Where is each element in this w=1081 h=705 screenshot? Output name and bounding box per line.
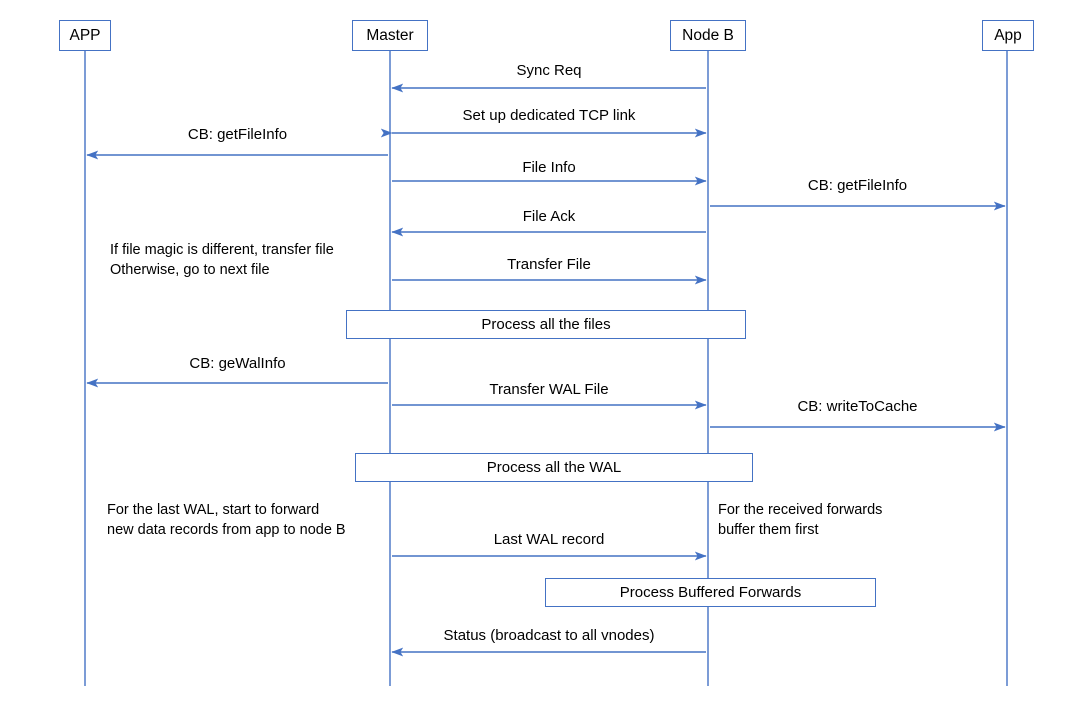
actor-label: Master — [366, 26, 414, 44]
actor-label: Node B — [682, 26, 734, 44]
process-box-label: Process Buffered Forwards — [619, 584, 802, 601]
actor-box-node_b[interactable]: Node B — [670, 20, 746, 51]
process-box-f3[interactable]: Process Buffered Forwards — [545, 578, 876, 607]
process-box-f2[interactable]: Process all the WAL — [355, 453, 753, 482]
message-label-m11: Last WAL record — [493, 531, 605, 548]
actor-label: App — [994, 26, 1022, 44]
message-label-m6: File Ack — [522, 208, 576, 225]
note-text-n3: For the received forwards buffer them fi… — [718, 502, 883, 538]
message-label-m1: Sync Req — [516, 62, 582, 79]
actor-box-app_right[interactable]: App — [982, 20, 1034, 51]
message-label-m2: Set up dedicated TCP link — [462, 107, 636, 124]
message-label-m5: CB: getFileInfo — [807, 177, 908, 194]
process-box-label: Process all the WAL — [486, 459, 622, 476]
message-label-m7: Transfer File — [507, 256, 591, 273]
message-label-m3: CB: getFileInfo — [187, 126, 288, 143]
message-label-m12: Status (broadcast to all vnodes) — [443, 627, 655, 644]
actor-box-master[interactable]: Master — [352, 20, 428, 51]
process-box-f1[interactable]: Process all the files — [346, 310, 746, 339]
note-text-n2: For the last WAL, start to forward new d… — [107, 502, 346, 538]
actor-label: APP — [69, 26, 101, 44]
message-label-m8: CB: geWalInfo — [189, 355, 286, 372]
process-box-label: Process all the files — [481, 316, 611, 333]
actor-box-app_left[interactable]: APP — [59, 20, 111, 51]
message-label-m9: Transfer WAL File — [489, 381, 609, 398]
message-label-m10: CB: writeToCache — [797, 398, 918, 415]
note-text-n1: If file magic is different, transfer fil… — [110, 242, 334, 278]
message-label-m4: File Info — [522, 159, 576, 176]
